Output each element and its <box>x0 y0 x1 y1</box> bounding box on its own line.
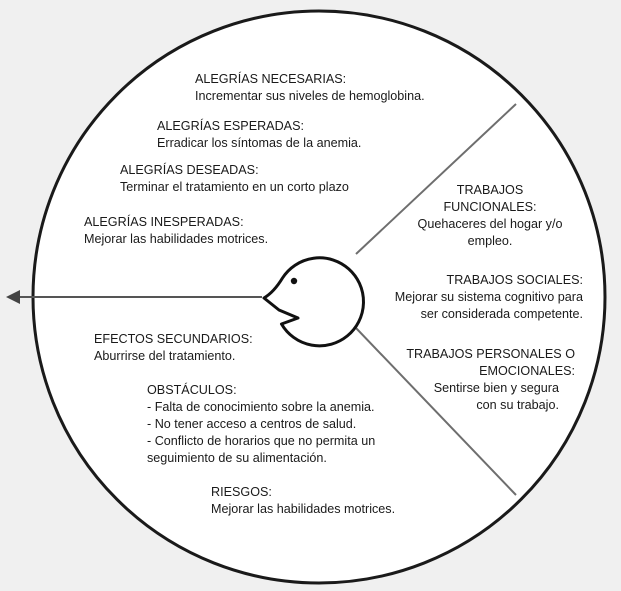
eye-icon <box>290 277 298 285</box>
divider-line-lower <box>355 327 517 496</box>
trabajos-personales-title-line: TRABAJOS PERSONALES O <box>406 347 575 361</box>
trabajos-personales-text-line: Sentirse bien y segura <box>433 381 559 395</box>
trabajos-personales-text: Sentirse bien y segura con su trabajo. <box>376 380 575 414</box>
alegrias-necesarias-block: ALEGRÍAS NECESARIAS: Incrementar sus niv… <box>195 71 425 105</box>
alegrias-necesarias-title: ALEGRÍAS NECESARIAS: <box>195 72 347 86</box>
alegrias-esperadas-text: Erradicar los síntomas de la anemia. <box>157 136 362 150</box>
alegrias-esperadas-block: ALEGRÍAS ESPERADAS: Erradicar los síntom… <box>157 118 361 152</box>
alegrias-inesperadas-title: ALEGRÍAS INESPERADAS: <box>84 215 244 229</box>
efectos-secundarios-block: EFECTOS SECUNDARIOS: Aburrirse del trata… <box>94 331 253 365</box>
obstaculos-block: OBSTÁCULOS: - Falta de conocimiento sobr… <box>147 382 375 467</box>
alegrias-necesarias-text: Incrementar sus niveles de hemoglobina. <box>195 89 425 103</box>
trabajos-personales-text-line: con su trabajo. <box>476 398 559 412</box>
trabajos-sociales-text-line: Mejorar su sistema cognitivo para <box>394 290 583 304</box>
alegrias-inesperadas-block: ALEGRÍAS INESPERADAS: Mejorar las habili… <box>84 214 268 248</box>
arrow-head-icon <box>6 290 20 304</box>
trabajos-sociales-title: TRABAJOS SOCIALES: <box>446 273 583 287</box>
obstaculos-item: seguimiento de su alimentación. <box>147 451 327 465</box>
obstaculos-title: OBSTÁCULOS: <box>147 383 237 397</box>
trabajos-funcionales-block: TRABAJOS FUNCIONALES: Quehaceres del hog… <box>405 182 575 250</box>
trabajos-sociales-text: Mejorar su sistema cognitivo para ser co… <box>370 289 583 323</box>
trabajos-funcionales-title-line: TRABAJOS <box>456 183 524 197</box>
trabajos-funcionales-text: Quehaceres del hogar y/o empleo. <box>405 216 575 250</box>
riesgos-block: RIESGOS: Mejorar las habilidades motrice… <box>211 484 395 518</box>
efectos-secundarios-title: EFECTOS SECUNDARIOS: <box>94 332 253 346</box>
efectos-secundarios-text: Aburrirse del tratamiento. <box>94 349 236 363</box>
divider-line-upper <box>355 103 517 255</box>
alegrias-esperadas-title: ALEGRÍAS ESPERADAS: <box>157 119 304 133</box>
riesgos-text: Mejorar las habilidades motrices. <box>211 502 396 516</box>
trabajos-personales-block: TRABAJOS PERSONALES O EMOCIONALES: Senti… <box>376 346 575 414</box>
trabajos-sociales-block: TRABAJOS SOCIALES: Mejorar su sistema co… <box>370 272 583 323</box>
trabajos-personales-title: TRABAJOS PERSONALES O EMOCIONALES: <box>376 346 575 380</box>
obstaculos-item: - No tener acceso a centros de salud. <box>147 417 357 431</box>
alegrias-deseadas-block: ALEGRÍAS DESEADAS: Terminar el tratamien… <box>120 162 349 196</box>
obstaculos-item: - Falta de conocimiento sobre la anemia. <box>147 400 375 414</box>
trabajos-funcionales-text-line: Quehaceres del hogar y/o <box>417 217 563 231</box>
trabajos-funcionales-text-line: empleo. <box>467 234 513 248</box>
head-icon <box>262 256 365 348</box>
alegrias-inesperadas-text: Mejorar las habilidades motrices. <box>84 232 269 246</box>
trabajos-funcionales-title-line: FUNCIONALES: <box>443 200 537 214</box>
trabajos-personales-title-line: EMOCIONALES: <box>479 364 575 378</box>
riesgos-title: RIESGOS: <box>211 485 272 499</box>
trabajos-funcionales-title: TRABAJOS FUNCIONALES: <box>405 182 575 216</box>
obstaculos-item: - Conflicto de horarios que no permita u… <box>147 434 376 448</box>
alegrias-deseadas-title: ALEGRÍAS DESEADAS: <box>120 163 259 177</box>
alegrias-deseadas-text: Terminar el tratamiento en un corto plaz… <box>120 180 349 194</box>
trabajos-sociales-text-line: ser considerada competente. <box>420 307 583 321</box>
